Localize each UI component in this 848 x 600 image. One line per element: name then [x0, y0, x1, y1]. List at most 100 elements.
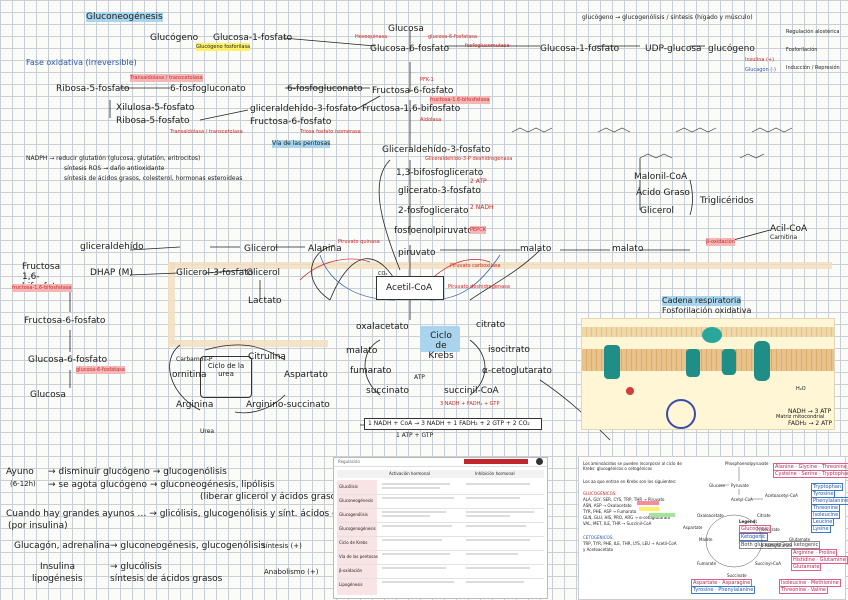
node-glicerol3p: Glicerol-3-fosfato — [176, 268, 254, 278]
cytochrome-c — [702, 327, 722, 343]
node-alanina: Alanina — [308, 244, 342, 254]
ref-tag-cys: Cysteine · Serine · Tryptophan — [773, 470, 848, 478]
node-acetil-coa: Acetil-CoA — [386, 283, 433, 293]
regulation-row-divider — [337, 522, 544, 523]
note-lipogenesis-text: síntesis de ácidos grasos — [110, 574, 223, 584]
node-gliceraldehido3p-pentosas: gliceraldehído-3-fosfato — [250, 104, 358, 114]
complex-i — [604, 345, 620, 379]
note-ayuno-label: Ayuno — [6, 467, 34, 477]
node-citrulina: Citrulina — [248, 352, 286, 362]
node-malonil-coa: Malonil-CoA — [634, 172, 688, 182]
enzyme-fructosa-bifosfatasa-left: fructosa-1,6-bifosfatasa — [12, 284, 72, 292]
label-fosforilacion: Fosforilación oxidativa — [662, 306, 752, 315]
regulation-table-rowhead-band — [337, 480, 377, 595]
label-atp-1: 2 ATP — [470, 178, 487, 185]
ciclo-krebs-box — [420, 326, 460, 352]
label-krebs-equation: 1 NADH + CoA → 3 NADH + 1 FADH₂ + 2 GTP … — [368, 420, 530, 427]
fase-oxidativa-label: Fase oxidativa (irreversible) — [26, 58, 137, 67]
ref-legend-title: Legend: — [739, 519, 758, 524]
node-succinil-coa: succinil-CoA — [444, 386, 499, 396]
acetil-coa-box — [376, 276, 444, 300]
right-note-6: Glucagón (-) — [745, 67, 776, 73]
note-glucagon-label: Glucagón, adrenalina — [14, 541, 110, 551]
enzyme-pdh: Piruvato deshidrogenasa — [448, 284, 510, 290]
note-glucagon-text: → gluconeogénesis, glucogenólisis — [110, 541, 266, 551]
right-note-1: glucógeno → glucogenólisis / síntesis (h… — [582, 14, 753, 21]
ref-cycle-succinyl: Succinyl-CoA — [755, 561, 782, 566]
enzyme-gapdh: Gliceraldehído-3-P deshidrogenasa — [425, 156, 513, 162]
label-cadena-respiratoria: Cadena respiratoria — [662, 296, 742, 306]
node-bifosfoglicerato: 1,3-bifosfoglicerato — [396, 168, 484, 178]
node-isocitrato: isocitrato — [488, 345, 530, 355]
label-krebs-equation-2: 1 ATP + GTP — [396, 432, 434, 439]
regulation-table-text-lines — [382, 483, 534, 583]
note-insulina-text: → glucólisis — [110, 562, 162, 572]
ref-group1b: ASN, ASP → Oxalacetato — [583, 503, 632, 508]
ref-group2b: y Acetoacetato — [583, 547, 614, 552]
regulation-col-inhibition: Inhibición hormonal — [475, 471, 515, 476]
label-ciclo-urea: Ciclo de la urea — [207, 362, 245, 378]
label-ciclo-krebs: Ciclo de Krebs — [428, 331, 454, 361]
node-acil-coa: Acil-CoA — [770, 224, 808, 234]
enzyme-piruvato-quinasa: Piruvato quinasa — [338, 239, 380, 245]
node-2-fosfoglicerato: 2-fosfoglicerato — [398, 206, 469, 216]
ref-hl-fum — [639, 507, 659, 511]
ref-group1-title: GLUCOGÉNICOS: — [583, 491, 617, 496]
ref-cycle-succinate: Succinate — [727, 573, 747, 578]
right-note-5: Insulina (+) — [745, 57, 775, 63]
note-nadph-3: síntesis de ácidos grasos, colesterol, h… — [64, 175, 243, 182]
label-nadh-3atp: NADH → 3 ATP — [788, 408, 832, 415]
enzyme-glucosa6fosfatasa-left: glucosa-6-fosfatasa — [76, 366, 125, 374]
regulation-row-7: Lipogénesis — [339, 582, 363, 587]
node-fructosa6p-pentosas: Fructosa-6-fosfato — [250, 117, 332, 127]
node-urea: Urea — [200, 428, 215, 435]
note-cuando-2: (por insulina) — [8, 521, 68, 531]
cell-membrane-band-left — [168, 262, 175, 344]
node-glucogeno-right: glucógeno — [708, 44, 755, 54]
node-glucosa-left: Glucosa — [30, 390, 66, 400]
note-nadph-2: síntesis ROS → daño antioxidante — [64, 165, 165, 172]
regulation-row-1: Gluconeogénesis — [339, 498, 374, 503]
node-trigliceridos: Triglicéridos — [700, 196, 754, 206]
regulation-row-divider — [337, 536, 544, 537]
ref-group1a: ALA, GLY, SER, CYS, TRP, THR → Piruvato — [583, 497, 665, 502]
label-via-pentosas: Vía de las pentosas — [272, 140, 331, 148]
right-note-4: Inducción / Represión — [786, 65, 840, 71]
ref-cycle-glucose: Glucose — [709, 483, 725, 488]
ref-tag-tyr-phe: Tyrosine · Phenylalanine — [691, 586, 756, 594]
ref-cycle-arrows — [705, 467, 788, 568]
matrix-ring — [666, 399, 696, 429]
node-aspartato: Aspartato — [284, 370, 328, 380]
regulation-row-6: β-oxidación — [339, 568, 363, 573]
regulation-row-5: Vía de las pentosas — [339, 554, 378, 559]
amino-acid-reference-card: Los aminoácidos se pueden incorporar al … — [578, 456, 848, 600]
note-nadph: NADPH → reducir glutatión (glucosa, glut… — [26, 155, 201, 162]
note-ayuno2-text: → se agota glucógeno → gluconeogénesis, … — [48, 480, 275, 490]
enzyme-aldolasa: Aldolasa — [420, 117, 442, 123]
node-dhap: DHAP (M) — [90, 268, 133, 278]
node-glucogeno-left: Glucógeno — [150, 33, 199, 43]
node-glicerato: glicerato-3-fosfato — [398, 186, 481, 196]
ref-cycle-citrate: Citrate — [757, 513, 771, 518]
enzyme-pepck: PEPCK — [470, 226, 486, 234]
node-fructosa6p-left: Fructosa-6-fosfato — [24, 316, 106, 326]
ref-cycle-glutamate: Glutamate — [789, 537, 811, 542]
ref-group1c: TYR, PHE, ASP → Fumarato — [583, 509, 637, 514]
regulation-row-2: Glucogenólisis — [339, 512, 368, 517]
ref-group1d: GLN, GLU, HIS, PRO, ARG → α-cetoglutarat… — [583, 515, 671, 520]
ref-tag-val: Threonine · Valine — [779, 586, 828, 594]
ref-cycle-acetyl: Acetyl-CoA — [731, 497, 753, 502]
ref-legend-ketogenic: Ketogenic — [739, 533, 768, 541]
label-co2: CO₂ — [378, 271, 388, 277]
node-glicerol-2: Glicerol — [246, 268, 280, 278]
enzyme-pfk1: PFK-1 — [420, 77, 434, 83]
ref-cycle-akg: α-Ketoglutarate — [761, 543, 793, 548]
regulation-table-columns: Activación hormonal Inhibición hormonal — [337, 470, 544, 478]
node-glucosa1p-right: Glucosa-1-fosfato — [540, 44, 620, 54]
note-ayuno3-text: (liberar glicerol y ácidos grasos) — [200, 492, 345, 502]
label-nadh-fadh: 3 NADH + FADH₂ + GTP — [440, 401, 500, 407]
cell-membrane-band-bottom — [168, 340, 328, 347]
krebs-equation-box — [364, 418, 542, 430]
enzyme-transaldolasa-tag: Transaldolasa / transcetolasa — [130, 74, 203, 82]
